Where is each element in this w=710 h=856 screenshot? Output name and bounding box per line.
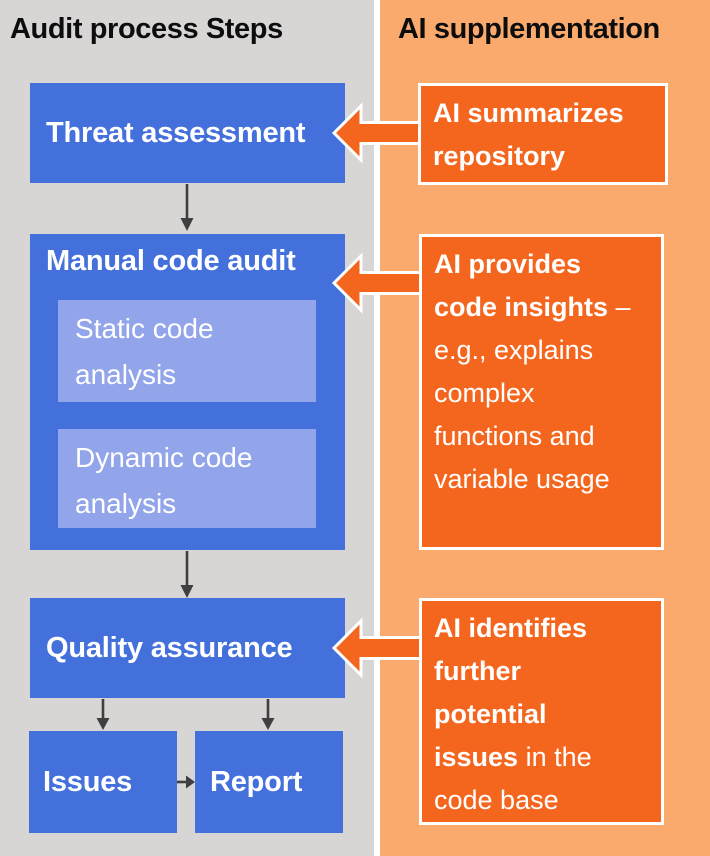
- manual-code-audit-label: Manual code audit: [46, 245, 296, 277]
- ai-block-arrow-left-icon: [331, 102, 423, 164]
- dynamic-code-analysis-label: Dynamic code analysis: [75, 442, 253, 519]
- ai-block-arrow-left-icon: [331, 617, 423, 679]
- report-box: Report: [195, 731, 343, 833]
- issues-box: Issues: [29, 731, 177, 833]
- static-code-analysis-box: Static code analysis: [58, 300, 316, 402]
- flow-arrow-down-icon: [180, 184, 194, 231]
- flow-arrow-down-icon: [261, 699, 275, 730]
- flow-arrow-right-icon: [177, 775, 195, 789]
- flow-arrow-down-icon: [96, 699, 110, 730]
- report-label: Report: [210, 765, 303, 798]
- manual-code-audit-box: Manual code audit Static code analysis D…: [30, 234, 345, 550]
- right-column-title: AI supplementation: [398, 13, 660, 45]
- left-column-title: Audit process Steps: [10, 13, 283, 45]
- quality-assurance-box: Quality assurance: [30, 598, 345, 698]
- static-code-analysis-label: Static code analysis: [75, 313, 214, 390]
- ai-block-arrow-left-icon: [331, 252, 423, 314]
- threat-assessment-box: Threat assessment: [30, 83, 345, 183]
- flow-arrow-down-icon: [180, 551, 194, 598]
- dynamic-code-analysis-box: Dynamic code analysis: [58, 429, 316, 528]
- quality-assurance-label: Quality assurance: [46, 631, 293, 664]
- issues-label: Issues: [43, 765, 133, 798]
- threat-assessment-label: Threat assessment: [46, 116, 306, 149]
